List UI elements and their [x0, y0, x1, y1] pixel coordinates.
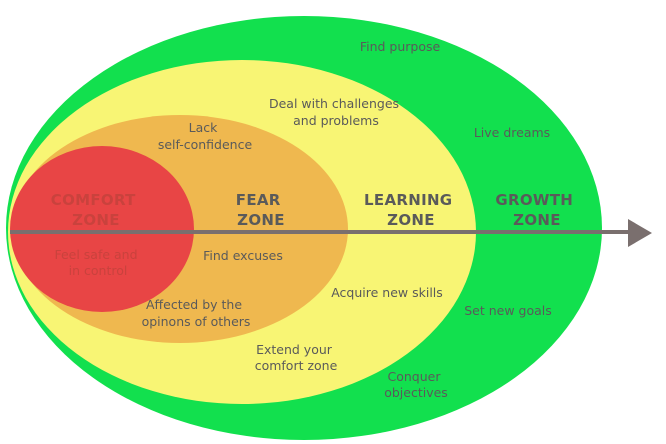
comfort-zone-title: COMFORT ZONE — [51, 191, 141, 229]
progress-arrow-head-icon — [628, 219, 652, 247]
comfort-zone-area — [10, 146, 194, 312]
growth-note-live-dreams: Live dreams — [474, 125, 550, 140]
learning-note-acquire-skills: Acquire new skills — [331, 285, 443, 300]
learning-note-challenges: Deal with challenges and problems — [269, 96, 403, 128]
growth-note-set-goals: Set new goals — [464, 303, 552, 318]
fear-note-lack-confidence: Lack self-confidence — [158, 120, 253, 152]
fear-note-affected-by-others: Affected by the opinons of others — [142, 297, 251, 329]
comfort-note-feel-safe: Feel safe and in control — [54, 247, 141, 278]
learning-note-extend-comfort: Extend your comfort zone — [255, 342, 338, 373]
fear-zone-title: FEAR ZONE — [236, 191, 286, 229]
growth-note-conquer-objectives: Conquer objectives — [384, 369, 448, 400]
learning-zone-title: LEARNING ZONE — [364, 191, 458, 229]
growth-note-find-purpose: Find purpose — [360, 39, 441, 54]
growth-zone-title: GROWTH ZONE — [495, 191, 578, 229]
fear-note-find-excuses: Find excuses — [203, 248, 283, 263]
